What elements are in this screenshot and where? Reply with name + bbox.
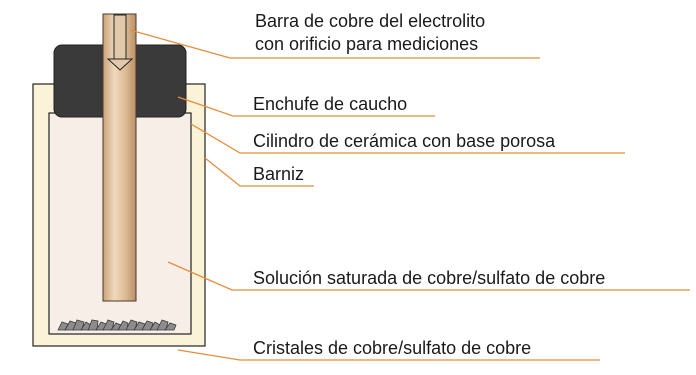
- label-rod-line2: con orificio para mediciones: [255, 34, 478, 54]
- leader-lines: [129, 29, 690, 361]
- label-crystals: Cristales de cobre/sulfato de cobre: [253, 338, 531, 358]
- label-rod-line1: Barra de cobre del electrolito: [255, 11, 485, 31]
- leader-varnish: [204, 157, 314, 187]
- label-cylinder: Cilindro de cerámica con base porosa: [253, 131, 556, 151]
- label-plug: Enchufe de caucho: [253, 94, 407, 114]
- leader-cylinder: [190, 123, 625, 154]
- leader-plug: [177, 96, 435, 117]
- leader-rod: [129, 29, 540, 59]
- crystals: [57, 319, 177, 331]
- leader-solution: [167, 261, 690, 291]
- label-solution: Solución saturada de cobre/sulfato de co…: [253, 268, 605, 288]
- label-varnish: Barniz: [253, 164, 304, 184]
- measurement-hole-icon: [106, 14, 134, 71]
- leader-crystals: [177, 349, 600, 361]
